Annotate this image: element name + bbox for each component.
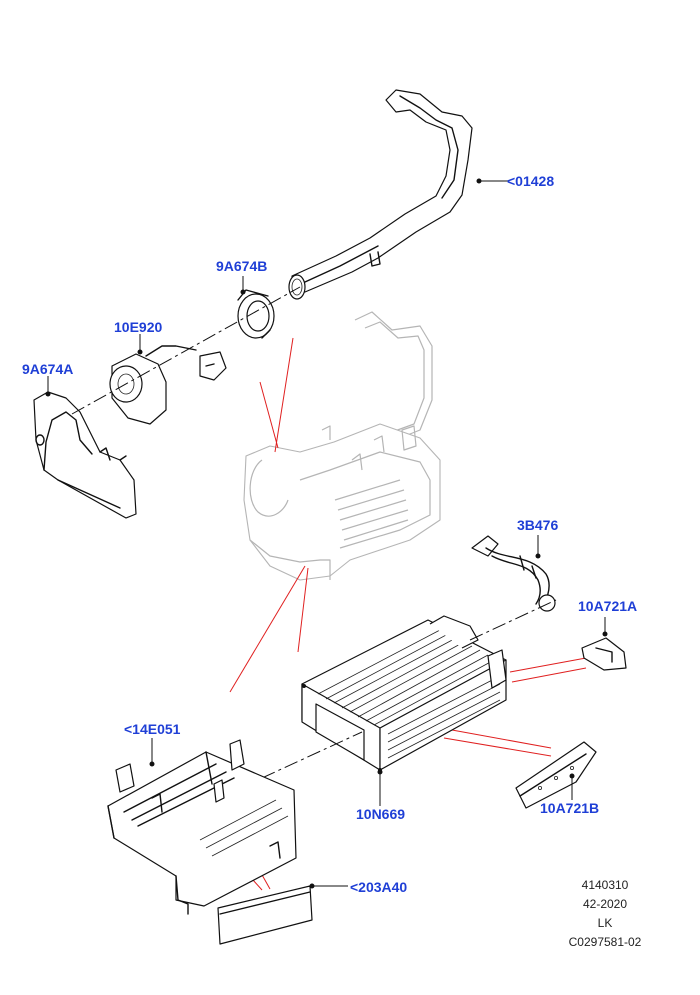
callout-9A674B[interactable]: 9A674B <box>216 258 268 274</box>
callout-10N669[interactable]: 10N669 <box>356 806 406 822</box>
bracket-10A721A[interactable] <box>581 637 627 671</box>
ghost-assembly <box>243 311 441 581</box>
seal-9A674B[interactable] <box>237 289 275 339</box>
shroud-9A674A[interactable] <box>33 391 137 519</box>
centerline-lower-right <box>469 599 557 641</box>
callout-10E920[interactable]: 10E920 <box>114 319 163 335</box>
callout-10A721A[interactable]: 10A721A <box>578 598 638 614</box>
tray-14E051[interactable] <box>107 739 297 915</box>
filler-tube-01428[interactable] <box>288 89 473 300</box>
assembly-lines <box>229 337 587 891</box>
hose-3B476[interactable] <box>471 535 556 612</box>
centerline-lower-left <box>261 731 363 779</box>
footer-ref-number: 4140310 <box>581 878 629 892</box>
footer-author-initials: LK <box>597 916 613 930</box>
footer-date-code: 42-2020 <box>582 897 628 911</box>
callout-3B476[interactable]: 3B476 <box>517 517 559 533</box>
motor-10E920[interactable] <box>109 345 227 425</box>
callout-9A674A[interactable]: 9A674A <box>22 361 74 377</box>
callout-10A721B[interactable]: 10A721B <box>540 800 600 816</box>
callout-01428[interactable]: <01428 <box>507 173 555 189</box>
bracket-10A721B[interactable] <box>515 741 597 809</box>
centerline-upper <box>71 286 301 415</box>
module-10N669[interactable] <box>301 615 507 772</box>
footer-drawing-id: C0297581-02 <box>568 935 642 949</box>
callout-14E051[interactable]: <14E051 <box>124 721 181 737</box>
pad-203A40[interactable] <box>217 885 313 945</box>
leader-lines <box>45 178 608 889</box>
callout-203A40[interactable]: <203A40 <box>350 879 408 895</box>
